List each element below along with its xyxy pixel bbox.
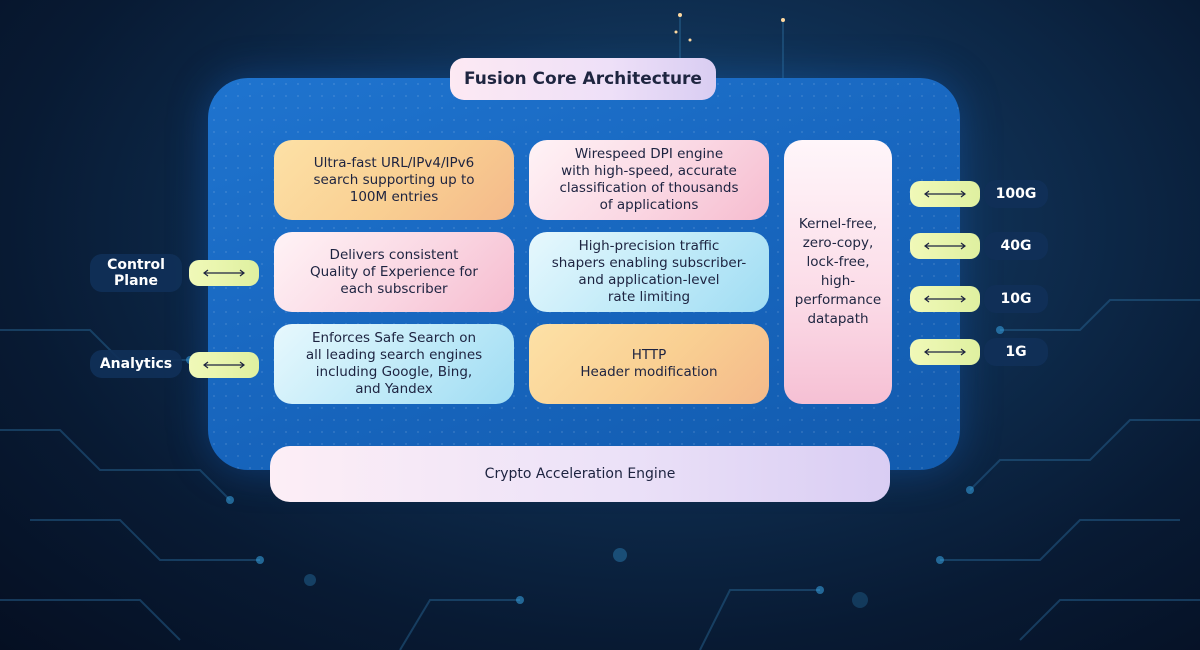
port-1g-label: 1G	[984, 338, 1048, 366]
datapath-box: Kernel-free, zero-copy, lock-free, high-…	[784, 140, 892, 404]
control-plane-label: Control Plane	[90, 254, 182, 292]
bidirectional-arrow-icon	[203, 269, 245, 277]
crypto-engine-box: Crypto Acceleration Engine	[270, 446, 890, 502]
datapath-text: Kernel-free, zero-copy, lock-free, high-…	[794, 216, 882, 327]
bidirectional-arrow-icon	[203, 361, 245, 369]
analytics-label: Analytics	[90, 350, 182, 378]
port-100g-connector	[910, 181, 980, 207]
port-40g-label: 40G	[984, 232, 1048, 260]
url-search-box: Ultra-fast URL/IPv4/IPv6 search supporti…	[274, 140, 514, 220]
control-plane-connector	[189, 260, 259, 286]
dpi-engine-box: Wirespeed DPI engine with high-speed, ac…	[529, 140, 769, 220]
port-40g-connector	[910, 233, 980, 259]
traffic-shapers-box: High-precision traffic shapers enabling …	[529, 232, 769, 312]
qoe-box: Delivers consistent Quality of Experienc…	[274, 232, 514, 312]
port-10g-label: 10G	[984, 285, 1048, 313]
port-1g-connector	[910, 339, 980, 365]
port-10g-connector	[910, 286, 980, 312]
bidirectional-arrow-icon	[924, 348, 966, 356]
safe-search-box: Enforces Safe Search on all leading sear…	[274, 324, 514, 404]
http-header-box: HTTP Header modification	[529, 324, 769, 404]
bidirectional-arrow-icon	[924, 190, 966, 198]
bidirectional-arrow-icon	[924, 242, 966, 250]
analytics-connector	[189, 352, 259, 378]
port-100g-label: 100G	[984, 180, 1048, 208]
bidirectional-arrow-icon	[924, 295, 966, 303]
diagram-title: Fusion Core Architecture	[450, 58, 716, 100]
